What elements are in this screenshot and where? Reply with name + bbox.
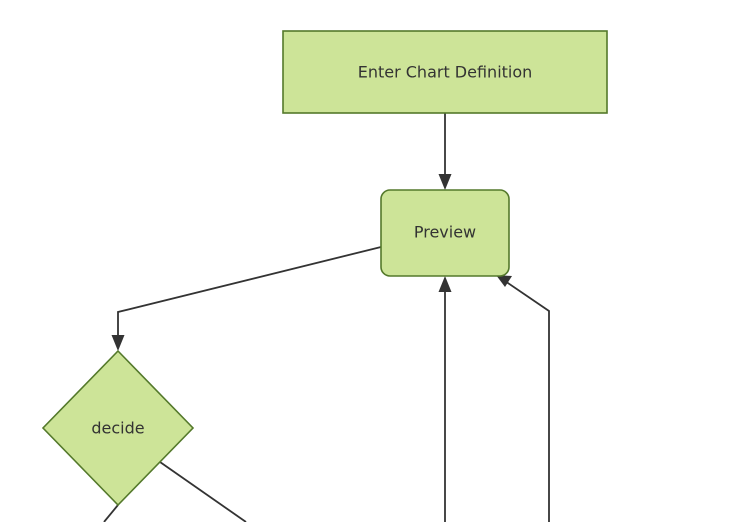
node-label-enter-chart-definition: Enter Chart Definition [358, 63, 533, 82]
node-shape-rectangle[interactable] [282, 30, 608, 114]
arrowhead-icon [438, 276, 452, 292]
edge-line [504, 280, 550, 522]
edge-line [159, 461, 247, 522]
edge-bottom-center-to-preview [438, 276, 452, 522]
arrowhead-icon [496, 275, 512, 287]
node-decide[interactable]: decide [41, 349, 195, 507]
edge-decide-down-left [103, 504, 119, 522]
edge-decide-down-right [159, 461, 247, 522]
edge-enter-to-preview [438, 113, 452, 190]
arrowhead-icon [438, 174, 452, 190]
node-shape-diamond[interactable] [41, 349, 195, 507]
edge-bottom-right-to-preview [496, 275, 550, 522]
edge-preview-to-decide [111, 246, 382, 351]
node-enter-chart-definition[interactable]: Enter Chart Definition [282, 30, 608, 114]
node-preview[interactable]: Preview [380, 189, 510, 277]
node-label-preview: Preview [414, 223, 476, 242]
arrowhead-icon [111, 335, 125, 351]
edge-line [103, 504, 119, 522]
node-label-decide: decide [91, 419, 144, 438]
node-shape-rounded-rectangle[interactable] [380, 189, 510, 277]
edge-line [117, 246, 382, 341]
